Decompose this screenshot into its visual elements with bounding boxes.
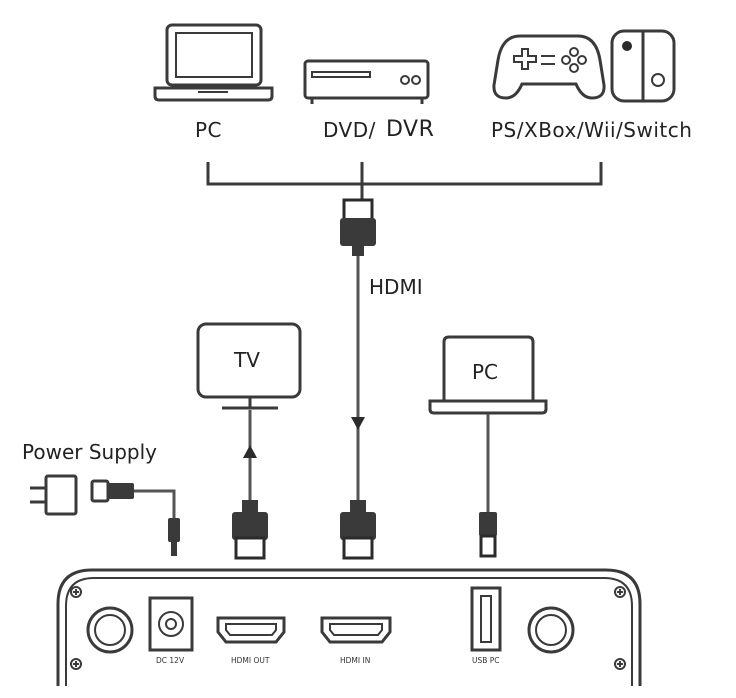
pc-output-label: PC	[472, 360, 499, 384]
hdmi-out-plug-icon	[232, 500, 268, 560]
arrow-up-icon	[243, 445, 257, 458]
converter-box	[56, 568, 642, 686]
hdmi-out-port-label: HDMI OUT	[231, 656, 270, 665]
right-knob-icon	[527, 606, 575, 654]
hdmi-in-port-icon	[320, 616, 392, 644]
switch-console-icon	[610, 29, 676, 103]
source-bracket	[206, 162, 603, 186]
laptop-icon	[153, 23, 274, 102]
usb-plug-icon	[479, 512, 497, 558]
dc-port-icon	[148, 596, 194, 652]
dc-plug-icon	[168, 518, 180, 556]
arrow-down-icon	[351, 417, 365, 430]
pc-source-label: PC	[195, 118, 223, 142]
power-adapter-icon	[30, 474, 78, 516]
power-supply-label: Power Supply	[22, 440, 157, 464]
hdmi-out-port-icon	[216, 616, 286, 644]
dvd-label: DVD/	[323, 118, 376, 142]
usb-port-icon	[470, 586, 502, 652]
power-cable-line	[134, 489, 176, 520]
hdmi-plug-top-icon	[340, 198, 376, 256]
left-knob-icon	[86, 606, 134, 654]
dc-port-label: DC 12V	[156, 656, 185, 665]
dvd-player-icon	[303, 59, 430, 104]
usb-port-label: USB PC	[472, 656, 500, 665]
hdmi-in-port-label: HDMI IN	[340, 656, 371, 665]
gamepad-icon	[492, 34, 606, 100]
dvr-label: DVR	[386, 117, 435, 142]
power-plug-icon	[90, 479, 134, 503]
tv-icon	[196, 322, 302, 410]
tv-label: TV	[234, 348, 260, 372]
screw-icons	[70, 586, 626, 670]
hdmi-in-plug-icon	[340, 500, 376, 560]
laptop-pc-icon	[428, 335, 548, 415]
hdmi-label: HDMI	[369, 275, 423, 299]
console-label: PS/XBox/Wii/Switch	[491, 118, 693, 142]
